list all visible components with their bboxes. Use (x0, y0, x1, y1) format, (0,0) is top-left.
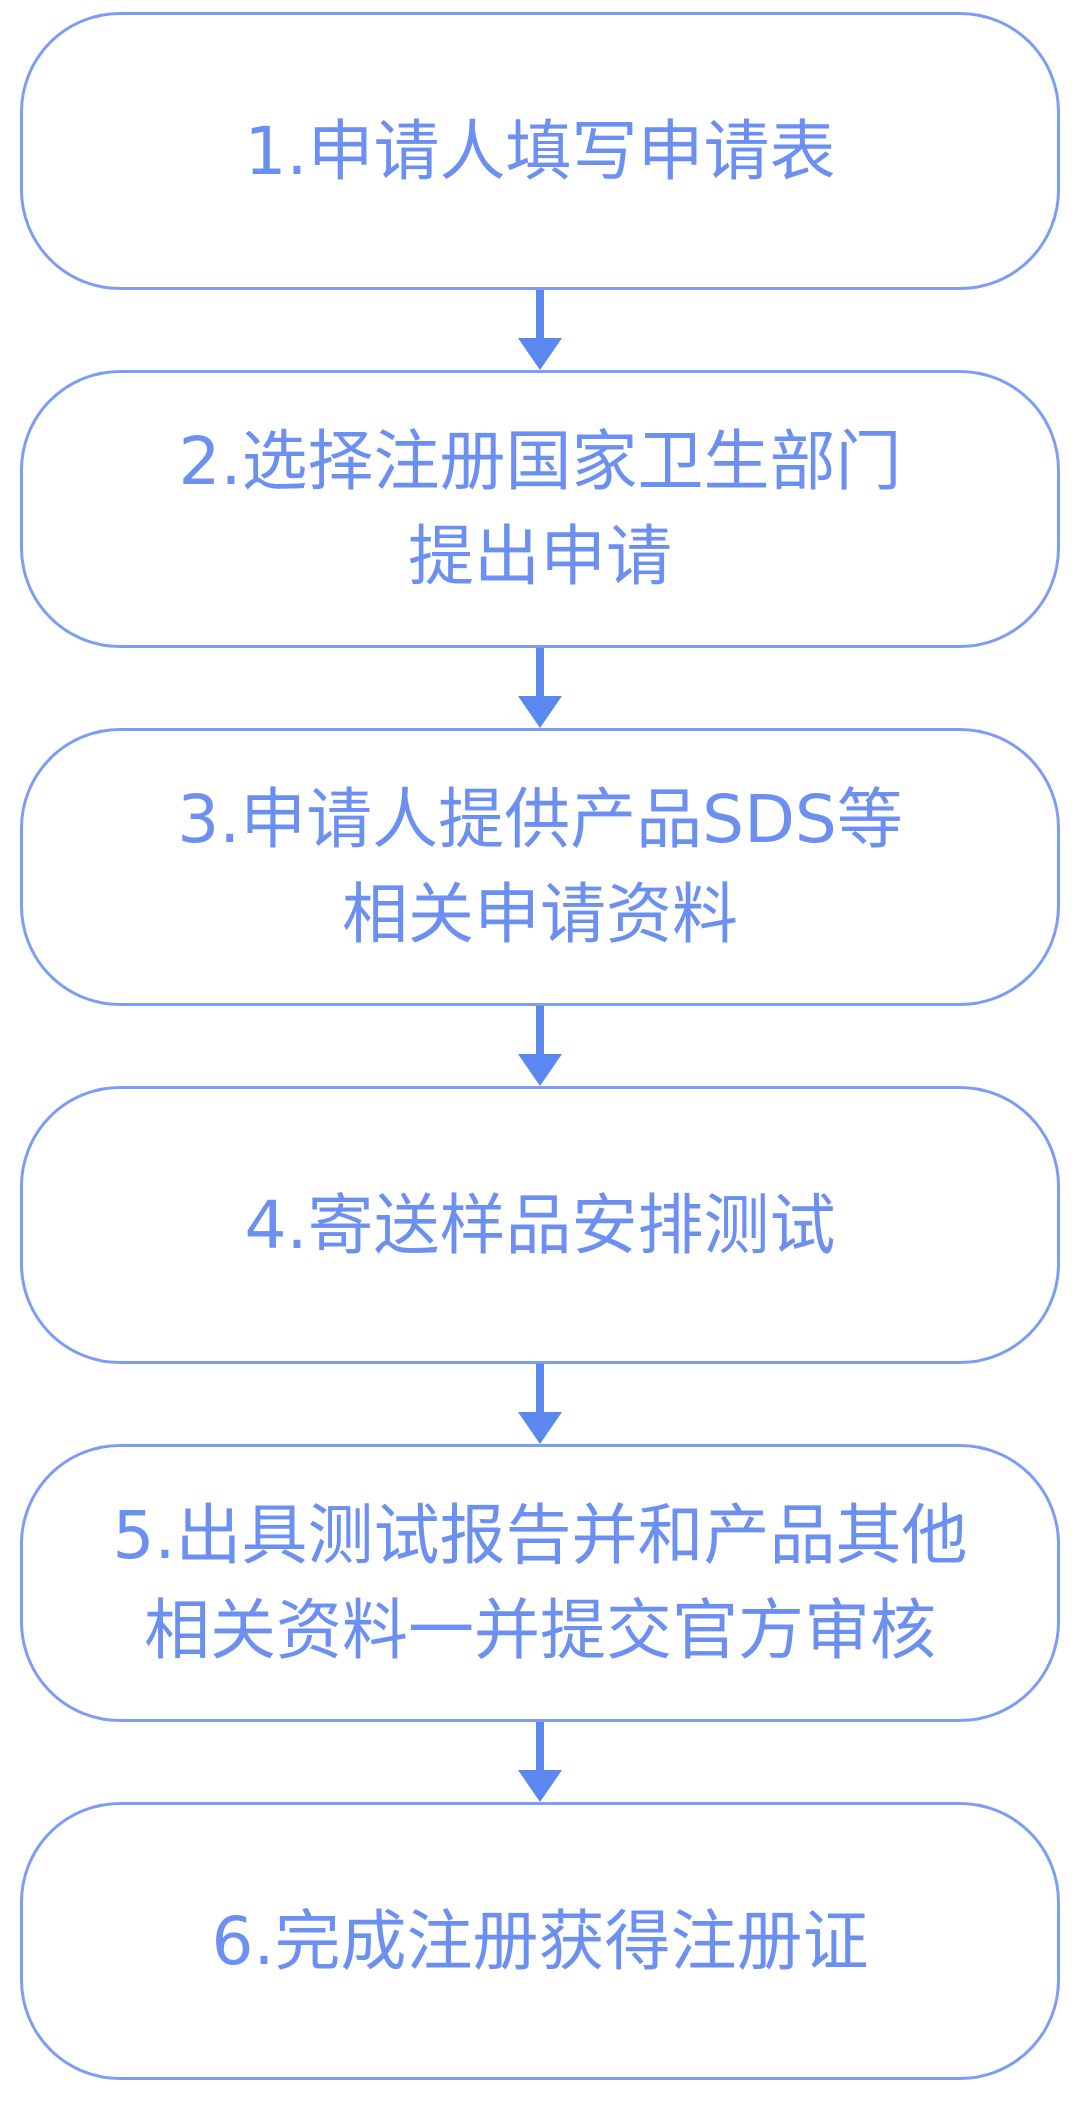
arrow-head (518, 696, 562, 728)
flow-step-box: 2.选择注册国家卫生部门提出申请 (20, 370, 1060, 648)
flow-step-box: 5.出具测试报告并和产品其他相关资料一并提交官方审核 (20, 1444, 1060, 1722)
arrow-stem (536, 290, 544, 338)
arrow-head (518, 1054, 562, 1086)
arrow-down-icon (518, 1364, 562, 1444)
arrow-head (518, 1770, 562, 1802)
arrow-stem (536, 1364, 544, 1412)
flow-step-label: 相关资料一并提交官方审核 (144, 1592, 936, 1669)
arrow-down-icon (518, 1006, 562, 1086)
arrow-stem (536, 648, 544, 696)
arrow-stem (536, 1722, 544, 1770)
arrow-head (518, 338, 562, 370)
flow-step-box: 4.寄送样品安排测试 (20, 1086, 1060, 1364)
flow-step-label: 4.寄送样品安排测试 (244, 1186, 836, 1264)
arrow-down-icon (518, 1722, 562, 1802)
flow-step-box: 3.申请人提供产品SDS等相关申请资料 (20, 728, 1060, 1006)
flow-step-label: 6.完成注册获得注册证 (211, 1902, 869, 1980)
flow-step-label: 5.出具测试报告并和产品其他 (112, 1497, 968, 1574)
arrow-down-icon (518, 290, 562, 370)
flow-step-box: 1.申请人填写申请表 (20, 12, 1060, 290)
flow-step-label: 2.选择注册国家卫生部门 (178, 423, 902, 500)
arrow-down-icon (518, 648, 562, 728)
arrow-stem (536, 1006, 544, 1054)
flow-step-label: 提出申请 (408, 518, 672, 595)
flow-step-box: 6.完成注册获得注册证 (20, 1802, 1060, 2080)
flow-step-label: 相关申请资料 (342, 876, 738, 953)
flow-step-label: 1.申请人填写申请表 (244, 112, 836, 190)
arrow-head (518, 1412, 562, 1444)
flow-step-label: 3.申请人提供产品SDS等 (177, 781, 903, 858)
